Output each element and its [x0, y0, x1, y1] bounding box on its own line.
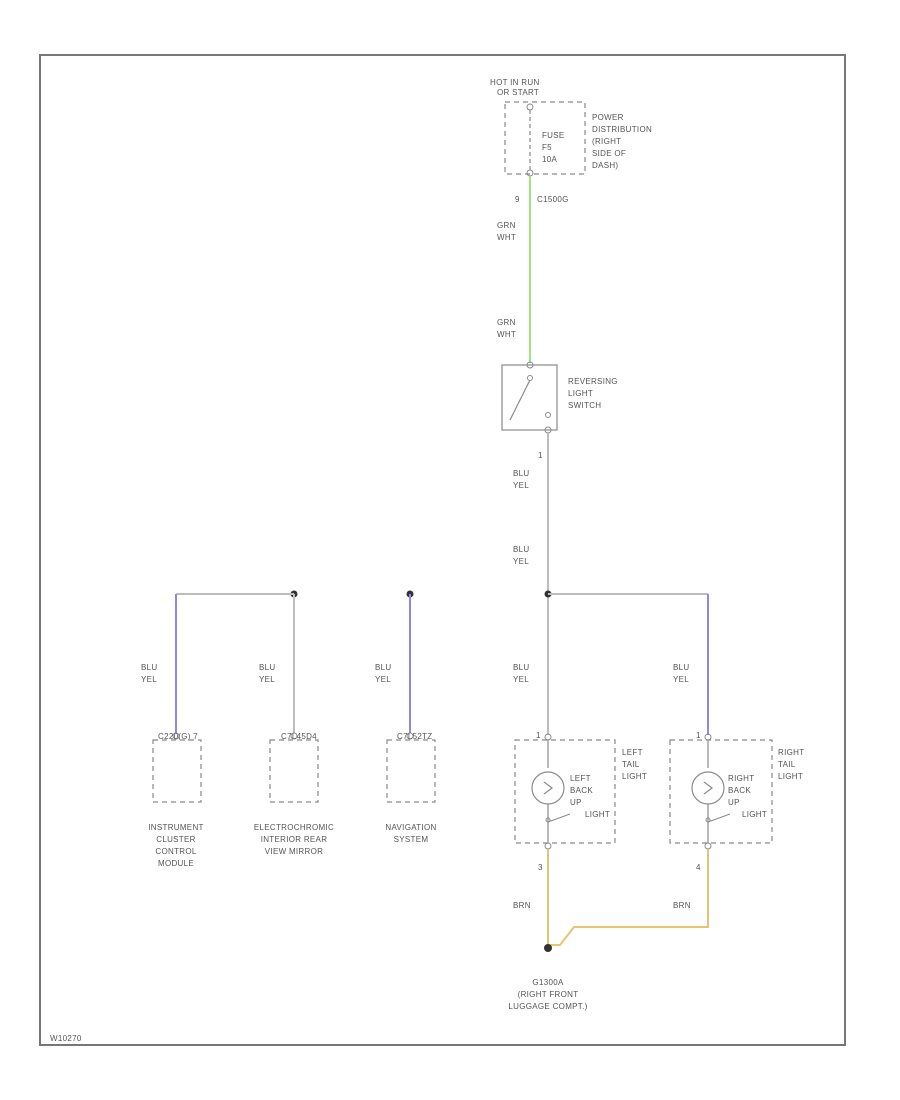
left-unit-label-line1: LEFT	[622, 748, 643, 757]
switch-top-terminal	[526, 361, 534, 369]
navigation-name-line1: NAVIGATION	[385, 823, 436, 832]
ground-label-line1: G1300A	[532, 978, 564, 987]
branch3-wire-label1: BLU	[375, 663, 391, 672]
switch-contact-a	[527, 375, 533, 381]
right-unit-label-line2: TAIL	[778, 760, 796, 769]
reversing-light-switch	[501, 364, 558, 431]
navigation-terminal	[406, 732, 414, 740]
fuse-label-line2: F5	[542, 143, 552, 152]
mirror-name-line1: ELECTROCHROMIC	[254, 823, 334, 832]
navigation-system-box	[386, 739, 436, 803]
right-lamp-pin-bottom: 4	[696, 863, 701, 872]
cluster-connector: C220(G) 7	[158, 732, 198, 741]
hot-label-line2: OR START	[497, 88, 539, 97]
left-bulb-label-line4: LIGHT	[585, 810, 610, 819]
switch-label-line3: SWITCH	[568, 401, 601, 410]
power-pin-label: 9	[515, 195, 520, 204]
diagram-frame	[39, 54, 846, 1046]
wire-mid-label-b2: YEL	[513, 557, 529, 566]
cluster-name-line1: INSTRUMENT	[148, 823, 203, 832]
switch-label-line2: LIGHT	[568, 389, 593, 398]
lamp-left-wire-label1: BLU	[513, 663, 529, 672]
left-bulb-label-line1: LEFT	[570, 774, 591, 783]
pdb-label-line5: DASH)	[592, 161, 618, 170]
branch2-wire-label1: BLU	[259, 663, 275, 672]
wire-mid-label-b1: BLU	[513, 545, 529, 554]
right-tail-light-box	[669, 739, 773, 844]
left-unit-label-line2: TAIL	[622, 760, 640, 769]
switch-pin-out: 1	[538, 451, 543, 460]
fuse-bottom-terminal	[526, 169, 534, 177]
navigation-connector: C7L52TZ	[397, 732, 432, 741]
right-ground-wire-label: BRN	[673, 901, 691, 910]
wire-mid-label-a1: BLU	[513, 469, 529, 478]
right-lamp-bottom-terminal	[704, 842, 712, 850]
pdb-label-line4: SIDE OF	[592, 149, 626, 158]
navigation-name-line2: SYSTEM	[394, 835, 429, 844]
right-bulb-label-line4: LIGHT	[742, 810, 767, 819]
left-bulb-label-line2: BACK	[570, 786, 593, 795]
left-ground-wire-label: BRN	[513, 901, 531, 910]
cluster-name-line4: MODULE	[158, 859, 194, 868]
pdb-label-line2: DISTRIBUTION	[592, 125, 652, 134]
cluster-name-line3: CONTROL	[155, 847, 196, 856]
diagram-code: W10270	[50, 1034, 82, 1043]
left-bulb-filament	[543, 781, 553, 795]
right-lamp-contact-line	[707, 813, 731, 823]
wire-brn-ground	[547, 849, 709, 946]
fuse-label-line1: FUSE	[542, 131, 565, 140]
right-lamp-pin-top: 1	[696, 731, 701, 740]
left-lamp-bottom-terminal	[544, 842, 552, 850]
left-tail-light-box	[514, 739, 616, 844]
left-backup-bulb-icon	[531, 771, 565, 805]
branch2-wire-label2: YEL	[259, 675, 275, 684]
mirror-name-line3: VIEW MIRROR	[265, 847, 323, 856]
power-distribution-box	[504, 101, 586, 175]
switch-contact-b	[545, 412, 551, 418]
ground-point	[544, 944, 552, 952]
left-unit-label-line3: LIGHT	[622, 772, 647, 781]
fuse-top-terminal	[526, 103, 534, 111]
left-lamp-pin-bottom: 3	[538, 863, 543, 872]
ground-label-line3: LUGGAGE COMPT.)	[508, 1002, 587, 1011]
switch-blade	[509, 379, 531, 421]
left-lamp-pin-top: 1	[536, 731, 541, 740]
electrochromic-mirror-box	[269, 739, 319, 803]
pdb-label-line3: (RIGHT	[592, 137, 621, 146]
power-connector-label: C1500G	[537, 195, 569, 204]
mirror-terminal	[290, 732, 298, 740]
ground-label-line2: (RIGHT FRONT	[518, 990, 579, 999]
right-backup-bulb-icon	[691, 771, 725, 805]
mirror-name-line2: INTERIOR REAR	[261, 835, 328, 844]
wire-mid-label-a2: YEL	[513, 481, 529, 490]
switch-label-line1: REVERSING	[568, 377, 618, 386]
wire-upper-label-a2: WHT	[497, 233, 516, 242]
lamp-right-wire-label1: BLU	[673, 663, 689, 672]
left-lamp-contact-line	[547, 813, 571, 823]
pdb-label-line1: POWER	[592, 113, 624, 122]
right-bulb-label-line2: BACK	[728, 786, 751, 795]
branch1-wire-label1: BLU	[141, 663, 157, 672]
hot-label-line1: HOT IN RUN	[490, 78, 540, 87]
right-bulb-label-line3: UP	[728, 798, 740, 807]
branch1-wire-label2: YEL	[141, 675, 157, 684]
right-unit-label-line3: LIGHT	[778, 772, 803, 781]
mirror-connector: C7L45D4	[281, 732, 317, 741]
cluster-terminal	[172, 732, 180, 740]
cluster-name-line2: CLUSTER	[156, 835, 195, 844]
right-unit-label-line1: RIGHT	[778, 748, 804, 757]
fuse-label-line3: 10A	[542, 155, 557, 164]
lamp-right-wire-label2: YEL	[673, 675, 689, 684]
right-bulb-label-line1: RIGHT	[728, 774, 754, 783]
left-bulb-label-line3: UP	[570, 798, 582, 807]
wire-upper-label-b1: GRN	[497, 318, 516, 327]
lamp-left-wire-label2: YEL	[513, 675, 529, 684]
wire-upper-label-b2: WHT	[497, 330, 516, 339]
right-bulb-filament	[703, 781, 713, 795]
wire-upper-label-a1: GRN	[497, 221, 516, 230]
branch3-wire-label2: YEL	[375, 675, 391, 684]
instrument-cluster-box	[152, 739, 202, 803]
